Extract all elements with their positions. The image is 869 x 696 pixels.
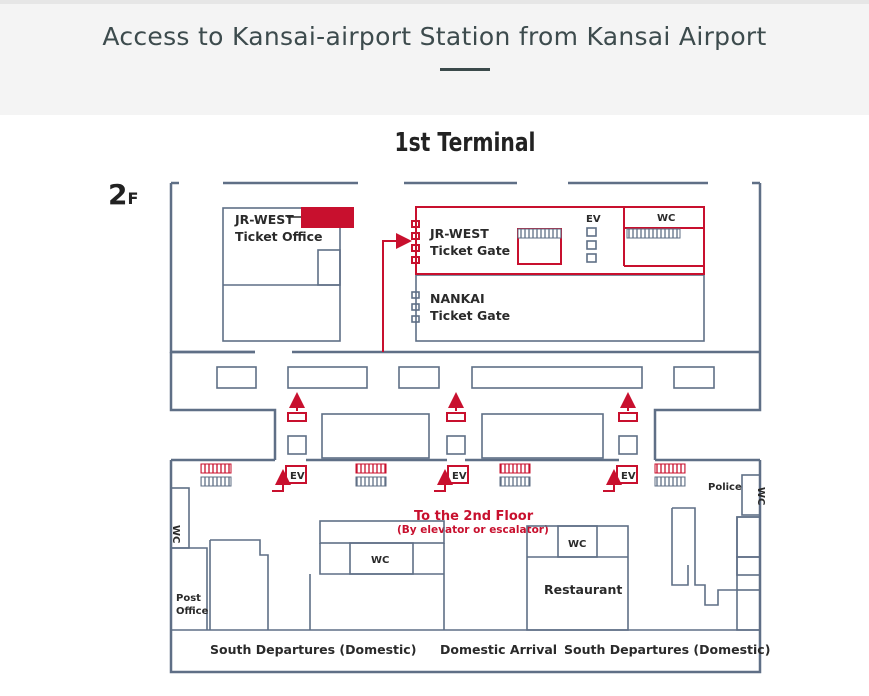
title-divider xyxy=(440,68,490,71)
police-label: Police xyxy=(708,482,742,493)
terminal-title: 1st Terminal xyxy=(394,128,536,158)
post-office-label-2: Office xyxy=(176,606,209,617)
wc-upper-label: WC xyxy=(657,213,675,224)
floor-number: 2 xyxy=(108,178,128,211)
nankai-gate-label-1: NANKAI xyxy=(430,291,485,306)
wc-left-label: WC xyxy=(170,525,181,543)
wc-center-left-label: WC xyxy=(371,555,389,566)
jr-office-label-1: JR-WEST xyxy=(234,212,294,227)
elevators-lower: EV EV EV xyxy=(272,465,638,492)
ev-label-3: EV xyxy=(621,471,636,482)
ticket-office-marker xyxy=(301,207,354,228)
connecting-corridor xyxy=(287,392,638,459)
route-arrow-icon xyxy=(382,233,412,352)
jr-ticket-gate-icon xyxy=(411,220,420,264)
escalators-lower xyxy=(200,463,686,487)
nankai-gate-label-2: Ticket Gate xyxy=(430,308,510,323)
ev-upper-label: EV xyxy=(586,214,601,225)
wc-right-label: WC xyxy=(755,487,766,505)
jr-office-label-2: Ticket Office xyxy=(235,229,322,244)
jr-gate-label-2: Ticket Gate xyxy=(430,243,510,258)
left-facilities: WC Post Office xyxy=(170,487,269,630)
south-departures-left-label: South Departures (Domestic) xyxy=(210,642,416,657)
top-strip xyxy=(0,0,869,4)
right-facilities: WC Police xyxy=(671,474,766,631)
nankai-ticket-gate-icon xyxy=(411,291,420,323)
corridor-pillars xyxy=(216,366,715,389)
ev-label-1: EV xyxy=(290,471,305,482)
station-building xyxy=(169,181,762,460)
center-left-block: WC xyxy=(309,520,445,630)
floor-label: 2F xyxy=(108,178,138,211)
floor-suffix: F xyxy=(127,189,139,208)
jr-gate-label-1: JR-WEST xyxy=(429,226,489,241)
ev-label-2: EV xyxy=(452,471,467,482)
map-panel xyxy=(0,115,869,696)
elevator-note-label: (By elevator or escalator) xyxy=(397,524,549,536)
restaurant-block: WC Restaurant xyxy=(526,525,629,631)
ticket-gates-area: JR-WEST Ticket Gate NANKAI Ticket Gate E… xyxy=(411,206,705,342)
restaurant-label: Restaurant xyxy=(544,582,622,597)
wc-center-right-label: WC xyxy=(568,539,586,550)
domestic-arrival-label: Domestic Arrival xyxy=(440,642,557,657)
page-title: Access to Kansai-airport Station from Ka… xyxy=(102,22,767,51)
jr-ticket-office: JR-WEST Ticket Office xyxy=(222,207,354,342)
south-departures-right-label: South Departures (Domestic) xyxy=(564,642,770,657)
post-office-label-1: Post xyxy=(176,593,201,604)
